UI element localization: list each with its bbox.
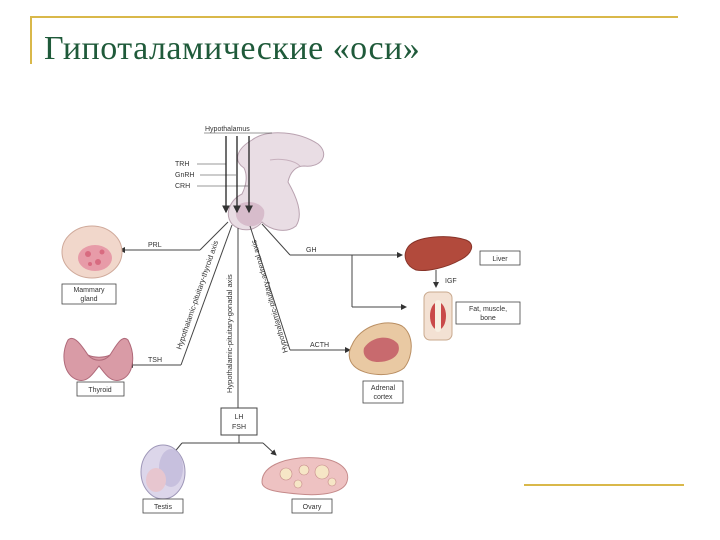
gonadal-axis-label: Hypothalamic-pituitary-gonadal axis bbox=[225, 274, 234, 393]
fat-label-line2: bone bbox=[480, 315, 496, 322]
mammary-gland-illustration bbox=[61, 225, 123, 279]
gh-line-diag bbox=[261, 223, 291, 256]
fat-label-line1: Fat, muscle, bbox=[469, 306, 507, 313]
pituitary-illustration bbox=[227, 132, 325, 231]
testis-label-box bbox=[142, 498, 184, 514]
adrenal-label-line2: cortex bbox=[373, 394, 393, 401]
liver-label-box bbox=[479, 250, 521, 266]
gh-label: GH bbox=[306, 247, 317, 254]
adrenal-label-box bbox=[362, 380, 404, 404]
fat-label-box bbox=[455, 301, 521, 325]
mammary-label-line2: gland bbox=[80, 296, 97, 303]
hypothalamus-label: Hypothalamus bbox=[205, 126, 250, 133]
frame-left-line bbox=[30, 16, 32, 64]
prl-label: PRL bbox=[148, 242, 162, 249]
adrenal-label-line1: Adrenal bbox=[371, 385, 396, 392]
ovary-label: Ovary bbox=[303, 504, 322, 511]
ovary-arrow bbox=[262, 442, 277, 456]
igf-label: IGF bbox=[445, 278, 457, 285]
trh-label: TRH bbox=[175, 161, 189, 168]
liver-label: Liver bbox=[492, 256, 508, 263]
thyroid-label: Thyroid bbox=[88, 387, 111, 394]
fat-muscle-bone-illustration bbox=[423, 291, 453, 341]
prl-line-diag bbox=[199, 221, 229, 251]
crh-label: CRH bbox=[175, 183, 190, 190]
ovary-label-box bbox=[291, 498, 333, 514]
mammary-label-line1: Mammary bbox=[73, 287, 105, 294]
gnrh-label: GnRH bbox=[175, 172, 194, 179]
frame-top-line bbox=[30, 16, 678, 18]
fsh-label: FSH bbox=[232, 424, 246, 431]
slide-title: Гипоталамические «оси» bbox=[44, 30, 421, 67]
mammary-label-box bbox=[61, 283, 117, 305]
adrenal-cortex-illustration bbox=[348, 322, 412, 375]
testis-illustration bbox=[140, 444, 186, 500]
acth-label: ACTH bbox=[310, 342, 329, 349]
ovary-illustration bbox=[261, 457, 349, 496]
adrenal-axis-label: Hypothalamic-pituitary-adrenal axis bbox=[249, 239, 290, 354]
thyroid-label-box bbox=[76, 381, 125, 397]
tsh-pathway bbox=[180, 224, 233, 366]
thyroid-axis-label: Hypothalamic-pituitary-thyroid axis bbox=[174, 239, 220, 351]
liver-illustration bbox=[404, 236, 473, 271]
adrenal-pathway bbox=[249, 225, 291, 351]
testis-label: Testis bbox=[154, 504, 172, 511]
tsh-label: TSH bbox=[148, 357, 162, 364]
frame-bottom-line bbox=[524, 484, 684, 486]
thyroid-illustration bbox=[63, 338, 134, 382]
lh-label: LH bbox=[235, 414, 244, 421]
